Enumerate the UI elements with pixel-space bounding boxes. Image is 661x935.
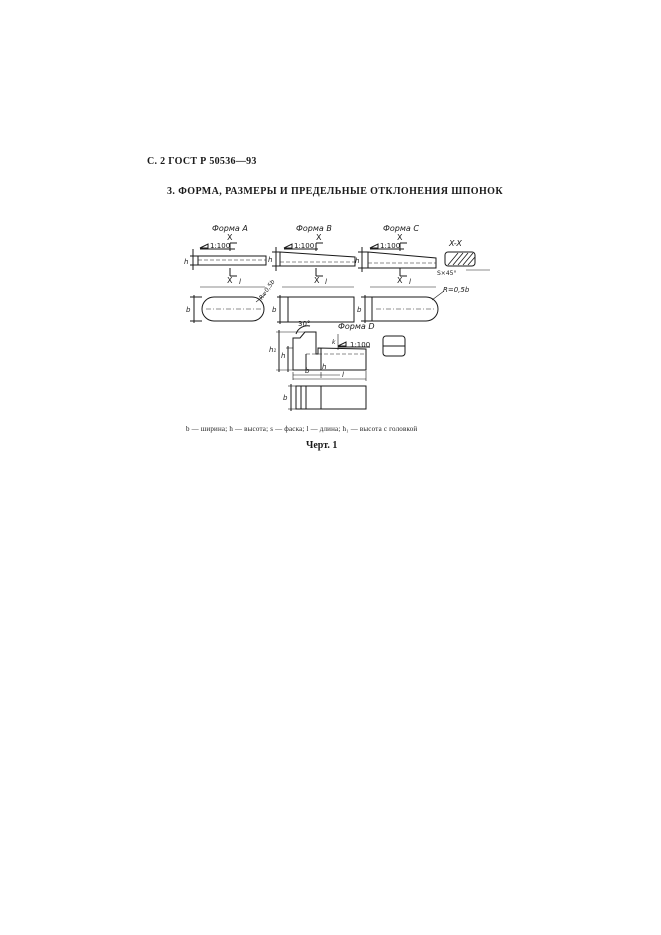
dim-h-c: h bbox=[355, 257, 359, 265]
radius-label-c: R=0,5b bbox=[443, 286, 470, 294]
dim-b-d-bottom: b bbox=[305, 367, 310, 375]
cut-mark-a-top: X bbox=[227, 233, 233, 242]
dim-b-a: b bbox=[186, 306, 191, 314]
form-a-label: Форма A bbox=[212, 224, 248, 233]
dim-b-d: b bbox=[283, 394, 288, 402]
form-b-label: Форма B bbox=[296, 224, 332, 233]
taper-label-b: 1:100 bbox=[294, 242, 314, 250]
cut-mark-b-bottom: X bbox=[314, 276, 320, 285]
symbol-legend: b — ширина; h — высота; s — фаска; l — д… bbox=[186, 425, 418, 433]
dim-l-d: l bbox=[342, 371, 344, 379]
taper-label-d: 1:100 bbox=[350, 341, 370, 349]
dim-b-c: b bbox=[357, 306, 362, 314]
page-header: С. 2 ГОСТ Р 50536—93 bbox=[147, 156, 257, 167]
angle-label: 30° bbox=[298, 320, 310, 328]
section-title: 3. ФОРМА, РАЗМЕРЫ И ПРЕДЕЛЬНЫЕ ОТКЛОНЕНИ… bbox=[167, 186, 503, 197]
dim-b-b: b bbox=[272, 306, 277, 314]
dim-h-d: h bbox=[281, 352, 285, 360]
taper-label-a: 1:100 bbox=[210, 242, 230, 250]
chamfer-label: S×45° bbox=[437, 270, 456, 277]
dim-h1-d: h₁ bbox=[269, 346, 276, 354]
figure-caption: Черт. 1 bbox=[306, 440, 338, 451]
taper-label-c: 1:100 bbox=[380, 242, 400, 250]
form-c-label: Форма C bbox=[383, 224, 419, 233]
cut-mark-b-top: X bbox=[316, 233, 322, 242]
section-xx-label: X-X bbox=[448, 239, 462, 248]
dim-k: k bbox=[332, 339, 336, 346]
cut-mark-a-bottom: X bbox=[227, 276, 233, 285]
dim-l-c: l bbox=[409, 278, 411, 286]
dim-h-d-bottom: h bbox=[322, 363, 326, 371]
cut-mark-c-top: X bbox=[397, 233, 403, 242]
radius-label-a: R=0,5b bbox=[258, 279, 277, 302]
dim-l-b: l bbox=[325, 278, 327, 286]
form-d-label: Форма D bbox=[338, 322, 375, 331]
dim-h-b: h bbox=[268, 256, 272, 264]
dim-l-a: l bbox=[239, 278, 241, 286]
cut-mark-c-bottom: X bbox=[397, 276, 403, 285]
dim-h-a: h bbox=[184, 258, 188, 266]
